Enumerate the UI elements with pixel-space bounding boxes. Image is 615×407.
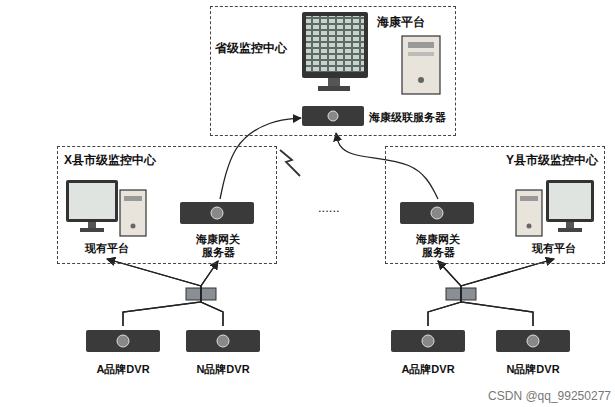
monitor-icon	[302, 12, 368, 91]
device-label: A品牌DVR	[96, 363, 149, 376]
video-link	[438, 261, 533, 326]
monitoring-center-region: 海康网关服务器 现有平台 Y县市级监控中心	[385, 146, 605, 264]
device-label: 现有平台	[85, 242, 129, 255]
video-link	[123, 261, 218, 326]
region-heading: Y县市级监控中心	[506, 153, 598, 167]
tower-icon	[402, 36, 440, 94]
platform-workstation: 海康平台	[301, 11, 447, 99]
dvr-device: N品牌DVR	[180, 326, 266, 378]
device-label: A品牌DVR	[401, 363, 454, 376]
gateway-device-icon	[180, 202, 254, 224]
switch-icon	[186, 288, 476, 300]
region-heading: 省级监控中心	[215, 41, 287, 55]
device-label: 海康平台	[377, 15, 425, 29]
monitor-icon	[546, 180, 594, 232]
gateway-device-icon	[400, 202, 474, 224]
server-device-icon	[302, 106, 364, 126]
dvr-device: A品牌DVR	[385, 326, 471, 378]
video-link	[107, 259, 223, 326]
device-label: 现有平台	[532, 242, 576, 255]
platform-workstation: 现有平台	[63, 177, 151, 259]
device-label: N品牌DVR	[506, 363, 559, 376]
dvr-device: A品牌DVR	[80, 326, 166, 378]
uplink-arrow	[220, 118, 301, 199]
dvr-icon	[86, 330, 570, 352]
device-label: N品牌DVR	[196, 363, 249, 376]
device-label: 海康网关服务器	[413, 233, 463, 259]
video-link	[461, 259, 554, 326]
platform-workstation: 现有平台	[509, 177, 599, 259]
dvr-device: N品牌DVR	[490, 326, 576, 378]
monitoring-center-region: 海康平台海康级联服务器 省级监控中心	[210, 6, 456, 136]
device-label: 海康级联服务器	[369, 111, 446, 124]
cascade-server: 海康级联服务器	[301, 103, 455, 133]
wireless-symbol	[280, 150, 300, 176]
video-link	[201, 261, 223, 326]
tower-icon	[120, 190, 146, 236]
video-link	[107, 259, 201, 326]
gateway-server: 海康网关服务器	[393, 199, 483, 261]
video-link	[428, 261, 461, 326]
monitoring-center-region: 现有平台 海康网关服务器 X县市级监控中心	[57, 146, 277, 264]
monitor-icon	[66, 180, 118, 232]
video-link	[428, 259, 554, 326]
watermark: CSDN @qq_99250277	[488, 389, 611, 403]
device-label: 海康网关服务器	[193, 233, 243, 259]
tower-icon	[516, 190, 542, 236]
uplink-arrow	[336, 133, 438, 199]
region-heading: X县市级监控中心	[64, 153, 156, 167]
gateway-server: 海康网关服务器	[173, 199, 263, 261]
ellipsis-mark: ......	[318, 200, 340, 215]
